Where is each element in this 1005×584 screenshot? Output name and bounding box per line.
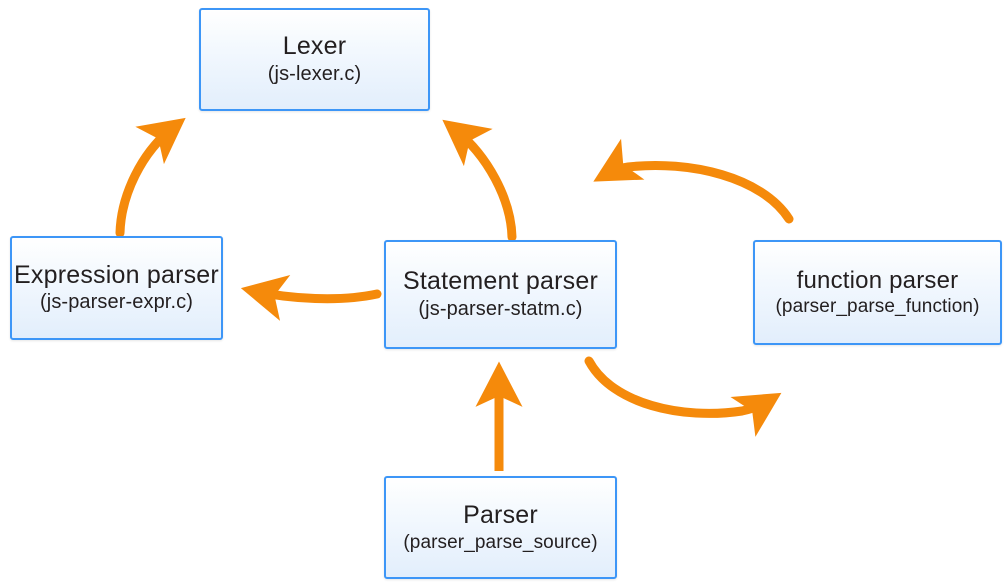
node-statement-parser[interactable]: Statement parser (js-parser-statm.c) — [384, 240, 617, 349]
node-expression-parser-subtitle: (js-parser-expr.c) — [40, 291, 193, 314]
edge-expression-parser-to-lexer — [115, 117, 186, 238]
node-lexer-subtitle: (js-lexer.c) — [267, 62, 362, 85]
edge-statement-parser-to-expression-parser — [240, 274, 382, 321]
node-lexer[interactable]: Lexer (js-lexer.c) — [199, 8, 430, 111]
edge-statement-parser-to-lexer — [442, 119, 517, 242]
node-parser[interactable]: Parser (parser_parse_source) — [384, 476, 617, 579]
edge-statement-parser-to-function-parser — [584, 356, 782, 437]
node-expression-parser[interactable]: Expression parser (js-parser-expr.c) — [10, 236, 223, 340]
node-parser-title: Parser — [463, 501, 538, 530]
node-function-parser-title: function parser — [796, 266, 959, 294]
node-parser-subtitle: (parser_parse_source) — [403, 531, 598, 553]
node-function-parser-subtitle: (parser_parse_function) — [775, 295, 980, 317]
node-function-parser[interactable]: function parser (parser_parse_function) — [753, 240, 1002, 345]
edge-function-parser-to-statement-parser — [593, 138, 794, 224]
node-lexer-title: Lexer — [282, 32, 347, 61]
node-statement-parser-title: Statement parser — [403, 267, 598, 296]
node-expression-parser-title: Expression parser — [14, 260, 219, 289]
node-statement-parser-subtitle: (js-parser-statm.c) — [418, 297, 583, 320]
